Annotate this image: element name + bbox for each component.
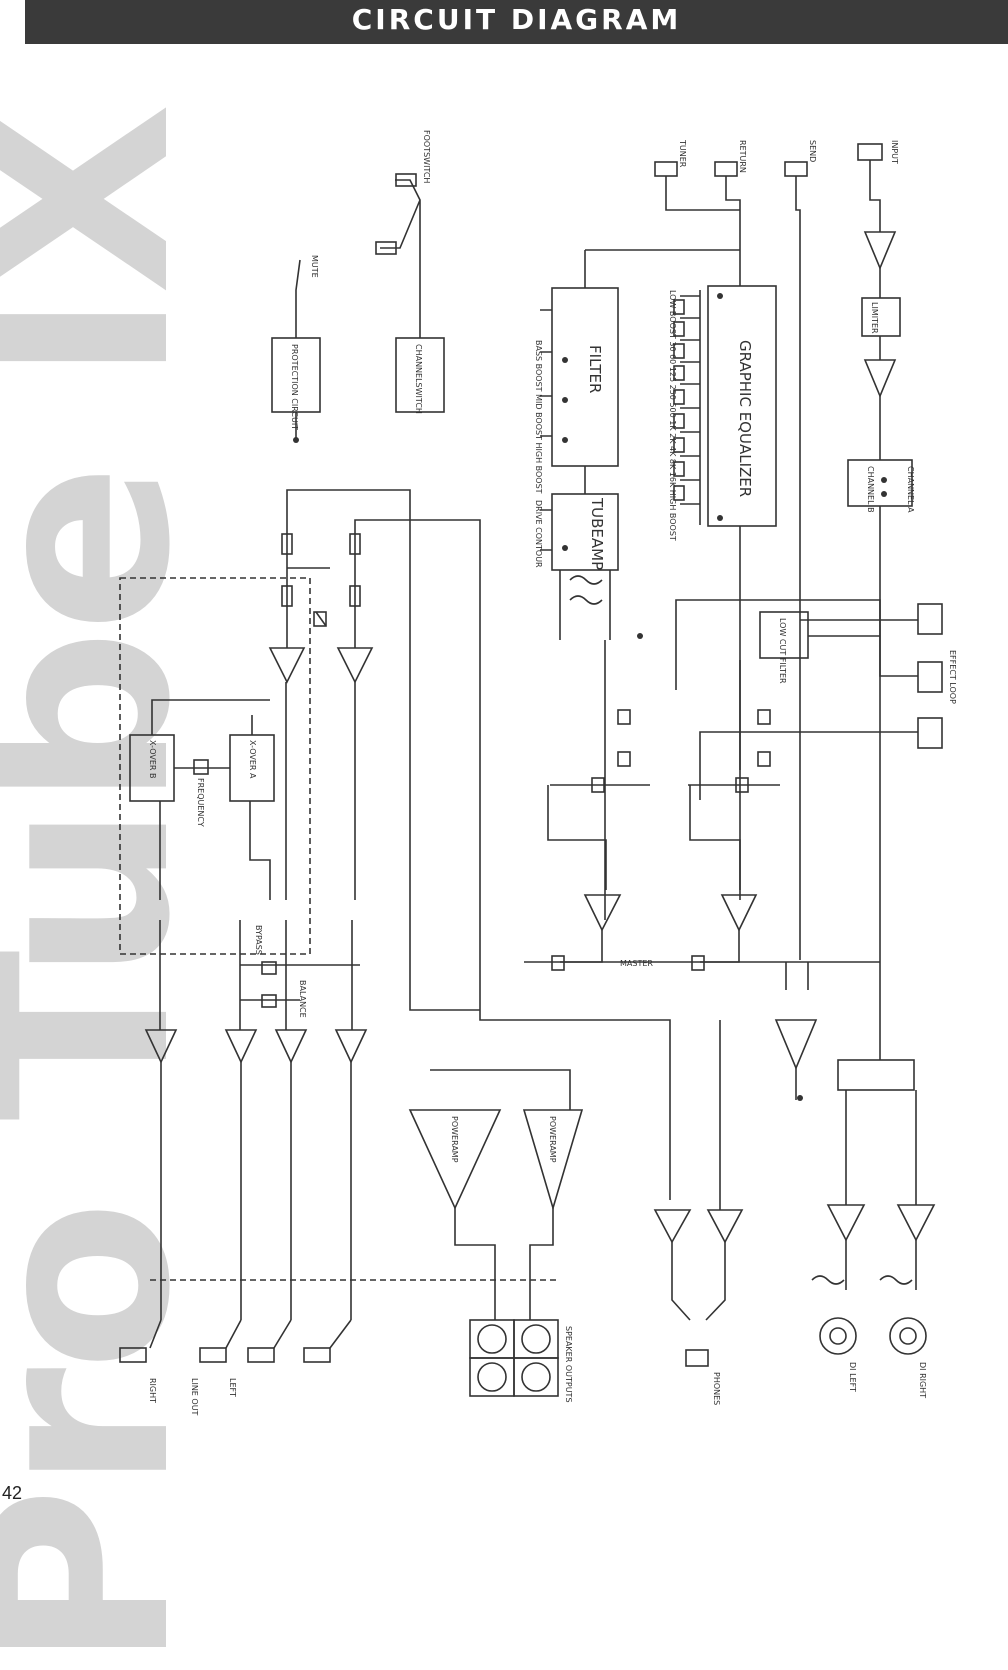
page-title: CIRCUIT DIAGRAM — [351, 3, 682, 36]
limiter-box — [861, 297, 901, 337]
headphone-amp-triangle — [774, 1019, 818, 1071]
phones-label: PHONES — [712, 1372, 721, 1405]
tube-amp-b-triangle — [720, 894, 758, 932]
xover-b-label: X-OVER B — [148, 740, 157, 778]
phones-amp-left-triangle — [653, 1209, 692, 1244]
di-left-label: DI LEFT — [848, 1362, 857, 1392]
channel-a-b-box — [847, 459, 913, 507]
send-label: SEND — [808, 140, 817, 162]
footswitch-label: FOOTSWITCH — [422, 130, 431, 183]
phones-amp-right-triangle — [706, 1209, 744, 1244]
right-label: RIGHT — [148, 1378, 157, 1403]
return-label: RETURN — [738, 140, 747, 173]
frequency-label: FREQUENCY — [196, 778, 205, 827]
header-bar: CIRCUIT DIAGRAM — [25, 0, 1008, 44]
left-label: LEFT — [228, 1378, 237, 1397]
di-left-xlr — [819, 1317, 857, 1355]
lowcut-filter-box — [759, 611, 809, 659]
tuner-label: TUNER — [678, 139, 687, 168]
crossover-dashed-box — [119, 577, 311, 955]
tube-amp-a-triangle — [583, 894, 622, 932]
balance-amp-b-triangle — [336, 647, 374, 684]
page-number: 42 — [2, 1483, 23, 1503]
filter-box — [551, 287, 619, 467]
filter-label: FILTER — [586, 345, 604, 393]
protection-label: PROTECTION CIRCUIT — [290, 344, 299, 430]
limiter-label: LIMITER — [870, 302, 879, 334]
balance-amp-a-triangle — [268, 647, 306, 684]
master-label: MASTER — [620, 959, 653, 968]
di-right-triangle — [896, 1204, 936, 1242]
eq-scale-label: LOW BOOST 30 60 125 250 500 1K 2K 4K 8K … — [668, 290, 677, 541]
filter-scale-label: BASS BOOST MID BOOST HIGH BOOST — [534, 340, 543, 494]
mute-label: MUTE — [310, 255, 319, 278]
channelswitch-label: CHANNELSWITCH — [414, 344, 423, 414]
limiter-amp-triangle — [863, 359, 897, 399]
di-right-label: DI RIGHT — [918, 1362, 927, 1398]
channel-b-label: CHANNEL B — [866, 466, 875, 513]
di-left-triangle — [826, 1204, 866, 1242]
input-label: INPUT — [890, 140, 899, 164]
lowcut-label: LOW CUT FILTER — [778, 618, 787, 684]
tubeamp-label: TUBEAMP — [588, 497, 606, 570]
poweramp-b-label: POWERAMP — [548, 1116, 557, 1163]
effect-loop-label: EFFECT LOOP — [948, 650, 957, 704]
di-switch-box — [837, 1059, 915, 1091]
phones-jack — [685, 1349, 709, 1367]
poweramp-a-label: POWERAMP — [450, 1116, 459, 1163]
tubeamp-box — [551, 493, 619, 571]
input-preamp-triangle — [863, 231, 897, 271]
balance-label: BALANCE — [298, 980, 307, 1018]
graphic-eq-label: GRAPHIC EQUALIZER — [736, 340, 754, 497]
poweramp-b-triangle — [522, 1109, 584, 1211]
tube-scale-label: DRIVE CONTOUR — [534, 500, 543, 568]
circuit-schematic: GRAPHIC EQUALIZER FILTER TUBEAMP LIMITER… — [119, 130, 957, 1416]
speakers-label: SPEAKER OUTPUTS — [564, 1326, 573, 1403]
xover-a-label: X-OVER A — [248, 740, 257, 779]
channel-a-label: CHANNEL A — [906, 466, 915, 513]
graphic-eq-box — [707, 285, 777, 527]
bypass-label: BYPASS — [254, 925, 263, 955]
line-out-label: LINE OUT — [190, 1378, 199, 1416]
poweramp-a-triangle — [408, 1109, 502, 1210]
di-right-xlr — [889, 1317, 927, 1355]
input-jack — [857, 143, 883, 161]
